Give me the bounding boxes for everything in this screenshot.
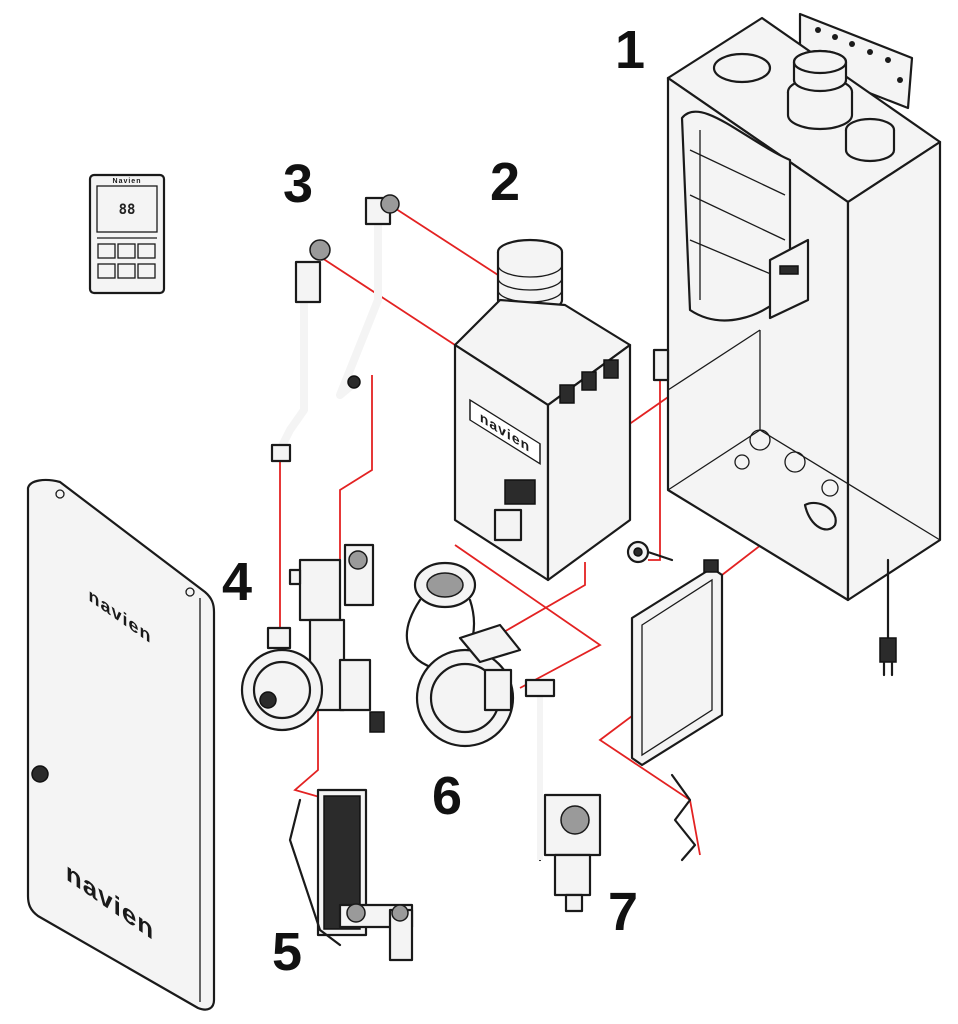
plate-heat-exchanger bbox=[288, 788, 414, 962]
pressure-sensor bbox=[626, 348, 674, 564]
gas-valve bbox=[524, 678, 602, 913]
part-callouts: 1 2 3 4 5 6 7 bbox=[222, 20, 645, 982]
connection-pipes bbox=[270, 194, 400, 463]
callout-1: 1 bbox=[615, 20, 645, 80]
callout-7: 7 bbox=[608, 882, 638, 942]
control-board bbox=[630, 559, 724, 767]
controller-brand: Navien bbox=[113, 178, 142, 185]
boiler-cabinet bbox=[666, 12, 942, 677]
front-cover-panel: navien navien bbox=[26, 478, 216, 1011]
callout-4: 4 bbox=[222, 552, 252, 612]
callout-5: 5 bbox=[272, 922, 302, 982]
callout-6: 6 bbox=[432, 766, 462, 826]
callout-3: 3 bbox=[283, 154, 313, 214]
controller-display: 88 bbox=[119, 202, 136, 218]
wiring-harness bbox=[670, 773, 697, 862]
fan-blower bbox=[405, 561, 522, 748]
heat-exchanger-module: navien bbox=[453, 238, 632, 582]
room-controller: Navien 88 bbox=[88, 173, 166, 295]
callout-2: 2 bbox=[490, 152, 520, 212]
pump-hydraulic-group bbox=[240, 543, 385, 733]
